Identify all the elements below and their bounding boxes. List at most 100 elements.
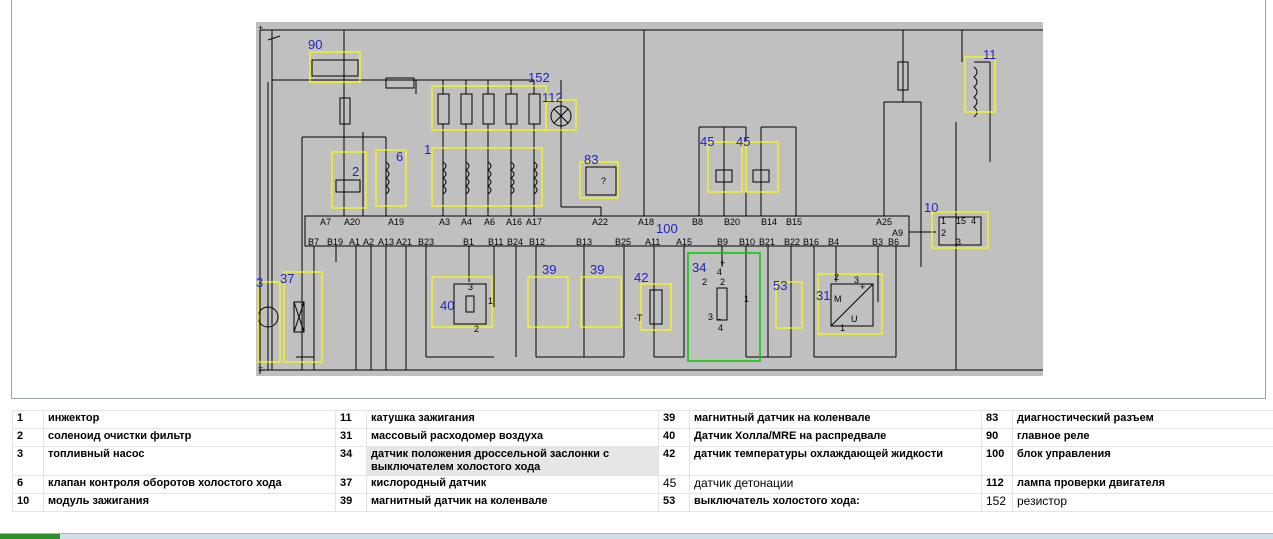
wiring-diagram-svg: 9015211212683454511101003374039394234533… bbox=[256, 22, 1043, 376]
terminal-mark: 1 bbox=[744, 294, 749, 304]
component-label-6[interactable]: 6 bbox=[396, 149, 403, 164]
pin-a7: A7 bbox=[320, 217, 331, 227]
legend-number: 2 bbox=[13, 429, 44, 447]
legend-description[interactable]: блок управления bbox=[1013, 447, 1273, 476]
pin-a19: A19 bbox=[388, 217, 404, 227]
component-label-45a[interactable]: 45 bbox=[700, 134, 714, 149]
terminal-mark: 3 bbox=[708, 312, 713, 322]
component-label-10[interactable]: 10 bbox=[924, 200, 938, 215]
component-label-45b[interactable]: 45 bbox=[736, 134, 750, 149]
component-label-152[interactable]: 152 bbox=[528, 70, 550, 85]
pin-b7: B7 bbox=[308, 237, 319, 247]
legend-description[interactable]: датчик детонации bbox=[690, 476, 982, 494]
pin-b20: B20 bbox=[724, 217, 740, 227]
terminal-mark: 1 bbox=[488, 296, 493, 306]
pin-a16: A16 bbox=[506, 217, 522, 227]
legend-description[interactable]: Датчик Холла/MRE на распредвале bbox=[690, 429, 982, 447]
legend-description[interactable]: топливный насос bbox=[44, 447, 336, 476]
positive-rail-mark: + bbox=[258, 23, 263, 33]
pin-a6: A6 bbox=[484, 217, 495, 227]
legend-description[interactable]: датчик положения дроссельной заслонки с … bbox=[367, 447, 659, 476]
legend-number: 31 bbox=[336, 429, 367, 447]
legend-description[interactable]: инжектор bbox=[44, 411, 336, 429]
legend-description[interactable]: клапан контроля оборотов холостого хода bbox=[44, 476, 336, 494]
component-label-39b[interactable]: 39 bbox=[590, 262, 604, 277]
component-label-34[interactable]: 34 bbox=[692, 260, 706, 275]
legend-description[interactable]: датчик температуры охлаждающей жидкости bbox=[690, 447, 982, 476]
legend-number: 112 bbox=[982, 476, 1013, 494]
legend-number: 10 bbox=[13, 494, 44, 512]
legend-description[interactable]: катушка зажигания bbox=[367, 411, 659, 429]
component-label-11[interactable]: 11 bbox=[983, 47, 997, 62]
pin-a22: A22 bbox=[592, 217, 608, 227]
legend-description[interactable]: соленоид очистки фильтр bbox=[44, 429, 336, 447]
legend-description[interactable]: модуль зажигания bbox=[44, 494, 336, 512]
component-label-31[interactable]: 31 bbox=[816, 288, 830, 303]
pin-b19: B19 bbox=[327, 237, 343, 247]
component-label-90[interactable]: 90 bbox=[308, 37, 322, 52]
pin-a20: A20 bbox=[344, 217, 360, 227]
legend-number: 53 bbox=[659, 494, 690, 512]
pin-a21: A21 bbox=[396, 237, 412, 247]
terminal-mark: 2 bbox=[702, 277, 707, 287]
terminal-mark: 3 bbox=[956, 237, 961, 247]
component-label-53[interactable]: 53 bbox=[773, 278, 787, 293]
pin-b1: B1 bbox=[463, 237, 474, 247]
terminal-mark: - bbox=[718, 314, 721, 324]
pin-b9: B9 bbox=[717, 237, 728, 247]
status-indicator bbox=[0, 534, 60, 539]
legend-number: 34 bbox=[336, 447, 367, 476]
terminal-mark: 4 bbox=[971, 216, 976, 226]
pin-b16: B16 bbox=[803, 237, 819, 247]
legend-number: 42 bbox=[659, 447, 690, 476]
legend-description[interactable]: диагностический разъем bbox=[1013, 411, 1273, 429]
component-label-37[interactable]: 37 bbox=[280, 271, 294, 286]
pin-a3: A3 bbox=[439, 217, 450, 227]
legend-description[interactable]: лампа проверки двигателя bbox=[1013, 476, 1273, 494]
legend-description[interactable]: выключатель холостого хода: bbox=[690, 494, 982, 512]
pin-a13: A13 bbox=[378, 237, 394, 247]
pin-b13: B13 bbox=[576, 237, 592, 247]
legend-description[interactable]: массовый расходомер воздуха bbox=[367, 429, 659, 447]
pin-a9: A9 bbox=[892, 228, 903, 238]
pin-a4: A4 bbox=[461, 217, 472, 227]
pin-b12: B12 bbox=[529, 237, 545, 247]
legend-number: 37 bbox=[336, 476, 367, 494]
component-label-2[interactable]: 2 bbox=[352, 164, 359, 179]
terminal-mark: 3 bbox=[854, 275, 859, 285]
legend-description[interactable]: магнитный датчик на коленвале bbox=[367, 494, 659, 512]
component-label-100[interactable]: 100 bbox=[656, 221, 678, 236]
terminal-mark: 3 bbox=[468, 282, 473, 292]
component-label-42[interactable]: 42 bbox=[634, 270, 648, 285]
terminal-mark: -T bbox=[634, 313, 643, 323]
terminal-mark: U bbox=[851, 314, 858, 324]
component-label-1[interactable]: 1 bbox=[424, 142, 431, 157]
legend-description[interactable]: магнитный датчик на коленвале bbox=[690, 411, 982, 429]
legend-description[interactable]: резистор bbox=[1013, 494, 1273, 512]
pin-b11: B11 bbox=[488, 237, 503, 247]
legend-number: 40 bbox=[659, 429, 690, 447]
legend-number: 39 bbox=[336, 494, 367, 512]
pin-b23: B23 bbox=[418, 237, 434, 247]
pin-b10: B10 bbox=[739, 237, 755, 247]
legend-number: 6 bbox=[13, 476, 44, 494]
component-label-3[interactable]: 3 bbox=[256, 275, 263, 290]
legend-number: 83 bbox=[982, 411, 1013, 429]
component-label-40[interactable]: 40 bbox=[440, 298, 454, 313]
component-label-83[interactable]: 83 bbox=[584, 152, 598, 167]
pin-b24: B24 bbox=[507, 237, 523, 247]
pin-b3: B3 bbox=[872, 237, 883, 247]
pin-b21: B21 bbox=[759, 237, 775, 247]
legend-description[interactable]: кислородный датчик bbox=[367, 476, 659, 494]
legend-description[interactable]: главное реле bbox=[1013, 429, 1273, 447]
pin-b4: B4 bbox=[828, 237, 839, 247]
pin-a17: A17 bbox=[526, 217, 542, 227]
component-label-112[interactable]: 112 bbox=[542, 90, 563, 105]
component-label-39a[interactable]: 39 bbox=[542, 262, 556, 277]
legend-number: 3 bbox=[13, 447, 44, 476]
legend-number: 100 bbox=[982, 447, 1013, 476]
terminal-mark: ? bbox=[601, 176, 606, 186]
